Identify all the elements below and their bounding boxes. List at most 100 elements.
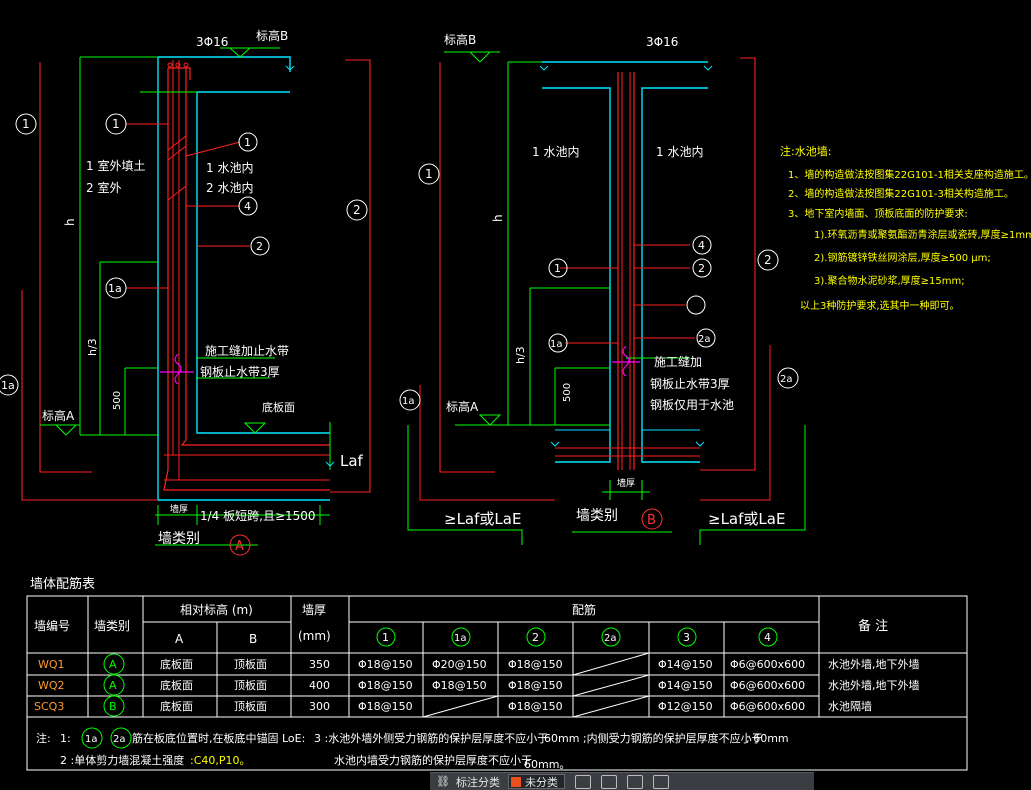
table-h-wall-type: 墙类别 — [94, 619, 130, 633]
row2-remark: 水池外墙,地下外墙 — [828, 678, 920, 692]
detail-b-elev-a: 标高A — [446, 399, 479, 414]
detail-b-inner-left: 1 水池内 — [532, 145, 579, 159]
row1-r1a: Φ20@150 — [432, 658, 487, 671]
detail-b-waterstop-3: 钢板仅用于水池 — [650, 398, 734, 412]
notes-line-6: 3).聚合物水泥砂浆,厚度≥15mm; — [814, 274, 965, 287]
detail-a-outer-face-2: 2 室外 — [86, 180, 121, 195]
table-h-thk-1: 墙厚 — [302, 603, 326, 617]
table-note1-text: 筋在板底位置时,在板底中锚固 — [132, 731, 279, 745]
detail-a-slab-span: 1/4 板短跨,且≥1500 — [200, 509, 316, 523]
layers-icon[interactable] — [652, 774, 669, 789]
detail-b-marks — [399, 163, 799, 530]
detail-b-mark-2: 2 — [698, 262, 705, 275]
row2-a: 底板面 — [160, 678, 193, 692]
category-value: 未分类 — [524, 775, 558, 789]
detail-b-dim-h3: h/3 — [514, 346, 527, 364]
table-h-thk-2: (mm) — [298, 629, 331, 643]
row2-thk: 400 — [309, 679, 330, 692]
table-note2: 2 :单体剪力墙混凝土强度 — [60, 753, 184, 767]
detail-b-top-bars: 3Φ16 — [646, 35, 678, 49]
toolbar-label: 标注分类 — [455, 775, 500, 789]
row2-r1a: Φ18@150 — [432, 679, 487, 692]
row3-b: 顶板面 — [234, 699, 267, 713]
table-note2-val: :C40,P10。 — [190, 754, 251, 767]
table-h-wall-no: 墙编号 — [34, 618, 70, 633]
row2-r2: Φ18@150 — [508, 679, 563, 692]
detail-a-laf: Laf — [340, 452, 364, 470]
detail-b-mark-1-left: 1 — [425, 167, 433, 181]
row3-r2: Φ18@150 — [508, 700, 563, 713]
wall-detail-a — [21, 47, 371, 546]
row2-type: A — [109, 679, 117, 692]
row3-no: SCQ3 — [34, 700, 64, 713]
detail-a-wall-thk: 墙厚 — [170, 503, 188, 515]
table-note1-c2: 2a — [113, 734, 126, 745]
wall-detail-b — [407, 51, 806, 545]
notes-line-3: 3、地下室内墙面、顶板底面的防护要求: — [788, 207, 968, 220]
detail-a-marks — [0, 113, 368, 556]
detail-a-mark-1-right: 1 — [244, 136, 251, 149]
table-h-col-4: 4 — [764, 631, 771, 644]
detail-b-waterstop-1: 施工缝加 — [654, 354, 702, 369]
detail-b-mark-1a: 1a — [550, 339, 563, 350]
table-h-remark: 备 注 — [858, 618, 888, 634]
detail-b-mark-2a: 2a — [698, 334, 711, 345]
table-header-circles — [81, 627, 778, 749]
row2-r4: Φ6@600x600 — [730, 679, 805, 692]
copy-icon[interactable] — [626, 774, 643, 789]
detail-b-dim-h: h — [491, 214, 505, 222]
detail-b-mark-1: 1 — [554, 262, 561, 275]
detail-a-mark-1a: 1a — [108, 282, 122, 295]
link-icon[interactable]: ⛓ — [436, 775, 450, 788]
row3-r3: Φ12@150 — [658, 700, 713, 713]
detail-a-elev-a: 标高A — [42, 408, 75, 423]
table-h-rebar: 配筋 — [572, 602, 596, 617]
table-title: 墙体配筋表 — [30, 576, 95, 592]
rebar-table-grid — [26, 595, 968, 771]
row1-r2: Φ18@150 — [508, 658, 563, 671]
detail-b-mark-2a-right: 2a — [780, 374, 793, 385]
detail-b-mark-2-right: 2 — [764, 253, 772, 267]
detail-a-slab-top: 底板面 — [262, 400, 295, 414]
table-h-col-1a: 1a — [454, 633, 467, 644]
row1-r3: Φ14@150 — [658, 658, 713, 671]
detail-a-mark-1-left: 1 — [22, 117, 30, 131]
row1-r4: Φ6@600x600 — [730, 658, 805, 671]
row3-type: B — [109, 700, 117, 713]
detail-b-mark-4: 4 — [698, 239, 705, 252]
edit-icon[interactable] — [574, 774, 591, 789]
table-h-col-1: 1 — [382, 631, 389, 644]
move-icon[interactable] — [600, 774, 617, 789]
detail-a-inner-face-2: 2 水池内 — [206, 181, 253, 195]
detail-b-mark-1a-left: 1a — [402, 396, 415, 407]
row1-a: 底板面 — [160, 657, 193, 671]
notes-title: 注:水池墙: — [780, 144, 831, 158]
detail-a-mark-4: 4 — [244, 200, 251, 213]
table-h-b: B — [249, 632, 257, 646]
detail-a-mark-2-right: 2 — [353, 203, 361, 217]
table-note1-prefix: 1: — [60, 732, 71, 745]
detail-a-mark-1: 1 — [112, 117, 120, 131]
detail-a-waterstop-2: 钢板止水带3厚 — [200, 365, 280, 379]
detail-b-lap-right: ≥Laf或LaE — [708, 510, 785, 528]
detail-b-inner-right: 1 水池内 — [656, 145, 703, 159]
detail-a-top-bars: 3Φ16 — [196, 35, 228, 49]
detail-a-inner-face-1: 1 水池内 — [206, 161, 253, 175]
detail-b-waterstop-2: 钢板止水带3厚 — [650, 377, 730, 391]
table-h-col-3: 3 — [683, 631, 690, 644]
table-note-loe: LoE: — [282, 732, 305, 745]
row1-b: 顶板面 — [234, 657, 267, 671]
table-note1-c1: 1a — [85, 734, 98, 745]
table-h-col-2: 2 — [532, 631, 539, 644]
detail-b-dim-500: 500 — [562, 383, 573, 402]
category-select[interactable]: 未分类 — [507, 774, 565, 789]
detail-a-dim-h: h — [63, 218, 77, 226]
row1-no: WQ1 — [38, 658, 65, 671]
table-note-label: 注: — [36, 731, 51, 745]
row1-r1: Φ18@150 — [358, 658, 413, 671]
row2-r3: Φ14@150 — [658, 679, 713, 692]
row3-thk: 300 — [309, 700, 330, 713]
detail-a-mark-1a-left: 1a — [1, 379, 15, 392]
notes-line-5: 2).钢筋镀锌铁丝网涂层,厚度≥500 μm; — [814, 251, 991, 264]
row1-type: A — [109, 658, 117, 671]
